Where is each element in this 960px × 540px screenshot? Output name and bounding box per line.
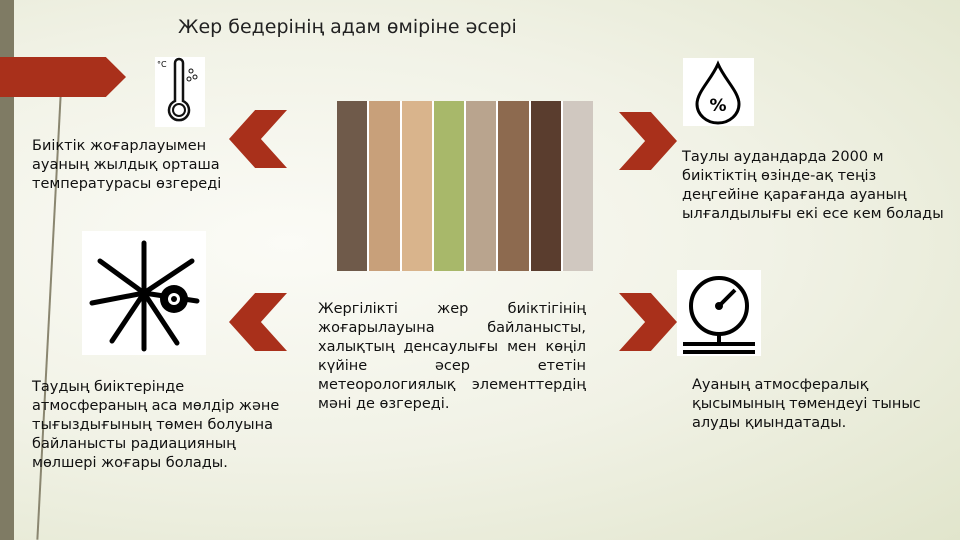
svg-text:°C: °C (157, 60, 167, 69)
people-photo (337, 101, 593, 271)
slide-title: Жер бедерінің адам өміріне әсері (178, 16, 517, 38)
chevron-right-icon (619, 293, 677, 351)
text-top-right: Таулы аудандарда 2000 м биіктіктің өзінд… (682, 149, 944, 222)
text-top-left: Биіктік жоғарлауымен ауаның жылдық орташ… (32, 138, 222, 192)
text-bottom-right: Ауаның атмосфералық қысымының төмендеуі … (692, 377, 921, 431)
chevron-right-icon (619, 112, 677, 170)
text-center: Жергілікті жер биіктігінің жоғарылауына … (318, 301, 586, 412)
pressure-gauge-icon (677, 270, 761, 356)
svg-text:%: % (709, 96, 726, 116)
thermometer-icon: °C (155, 57, 205, 127)
sun-radiation-icon (82, 231, 206, 355)
humidity-icon: % (683, 58, 754, 126)
chevron-left-icon (229, 293, 287, 351)
title-banner (0, 57, 126, 97)
text-bottom-left: Таудың биіктерінде атмосфераның аса мөлд… (32, 379, 280, 471)
side-stripe (0, 0, 14, 540)
